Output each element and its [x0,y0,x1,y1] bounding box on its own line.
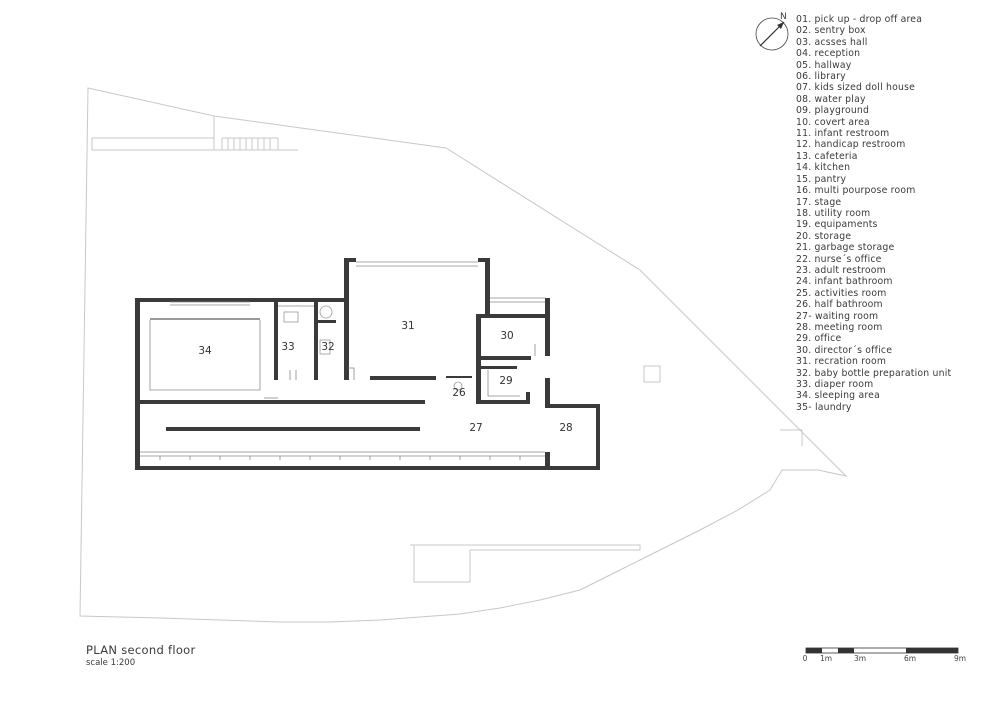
scale-bar [805,647,959,654]
plan-title: PLAN second floor [86,643,196,657]
legend-item: 14. kitchen [796,162,851,174]
legend-item: 30. director´s office [796,344,893,356]
legend-item: 23. adult restroom [796,264,886,276]
legend-item: 31. recration room [796,356,887,368]
legend-item: 33. diaper room [796,379,874,390]
room-number-34: 34 [198,345,212,357]
compass-north-label: N [780,12,787,22]
legend-item: 28. meeting room [796,321,883,333]
legend-item: 11. infant restroom [796,128,890,140]
legend-item: 15. pantry [796,173,847,185]
building [135,258,600,470]
scale-label: 3m [853,654,867,663]
legend-item: 01. pick up - drop off area [796,14,923,25]
legend-item: 07. kids sized doll house [796,82,916,94]
legend-item: 20. storage [796,230,852,242]
site-outline [79,87,848,623]
legend-item: 12. handicap restroom [796,139,906,151]
room-number-31: 31 [401,320,414,332]
legend-item: 10. covert area [796,116,870,128]
legend-item: 06. library [796,71,846,83]
legend-item: 26. half bathroom [796,299,883,311]
legend-item: 03. acsses hall [796,36,868,48]
thin-details [140,261,545,457]
scale-label: 9m [953,654,967,663]
glazing-ticks [159,456,521,460]
room-number-30: 30 [500,330,513,342]
legend-item: 18. utility room [796,207,871,219]
legend-item: 05. hallway [796,59,852,71]
legend-item: 24. infant bathroom [796,276,893,288]
legend-item: 17. stage [796,196,842,208]
room-number-29: 29 [499,375,512,387]
legend-item: 22. nurse´s office [796,253,882,265]
legend-item: 25. activities room [796,287,887,299]
legend-item: 21. garbage storage [796,242,895,254]
room-number-32: 32 [321,341,334,353]
room-number-33: 33 [281,341,294,353]
legend-item: 29. office [796,333,842,345]
scale-label: 6m [903,654,917,663]
legend-item: 04. reception [796,48,861,60]
room-legend: 01. pick up - drop off area 02. sentry b… [796,14,951,413]
fixtures [283,305,463,391]
room-labels: 34 33 32 31 30 29 26 27 28 [198,320,572,434]
legend-item: 08. water play [796,93,866,105]
legend-item: 32. baby bottle preparation unit [796,367,952,379]
legend-item: 19. equipaments [796,219,878,231]
legend-item: 34. sleeping area [796,390,880,402]
legend-item: 09. playground [796,105,870,117]
scale-label: 0 [802,654,808,663]
legend-item: 13. cafeteria [796,150,858,162]
plan-scale: scale 1:200 [86,658,136,668]
scale-label: 1m [819,654,833,663]
legend-item: 35- laundry [796,401,852,413]
room-number-27: 27 [469,422,482,434]
compass-icon [755,17,789,51]
legend-item: 27- waiting room [796,310,879,322]
legend-item: 16. multi pourpose room [796,185,916,197]
scale-bar-labels: 0 1m 3m 6m 9m [800,654,970,664]
room-number-26: 26 [452,387,466,399]
legend-item: 02. sentry box [796,25,866,37]
room-number-28: 28 [559,422,572,434]
